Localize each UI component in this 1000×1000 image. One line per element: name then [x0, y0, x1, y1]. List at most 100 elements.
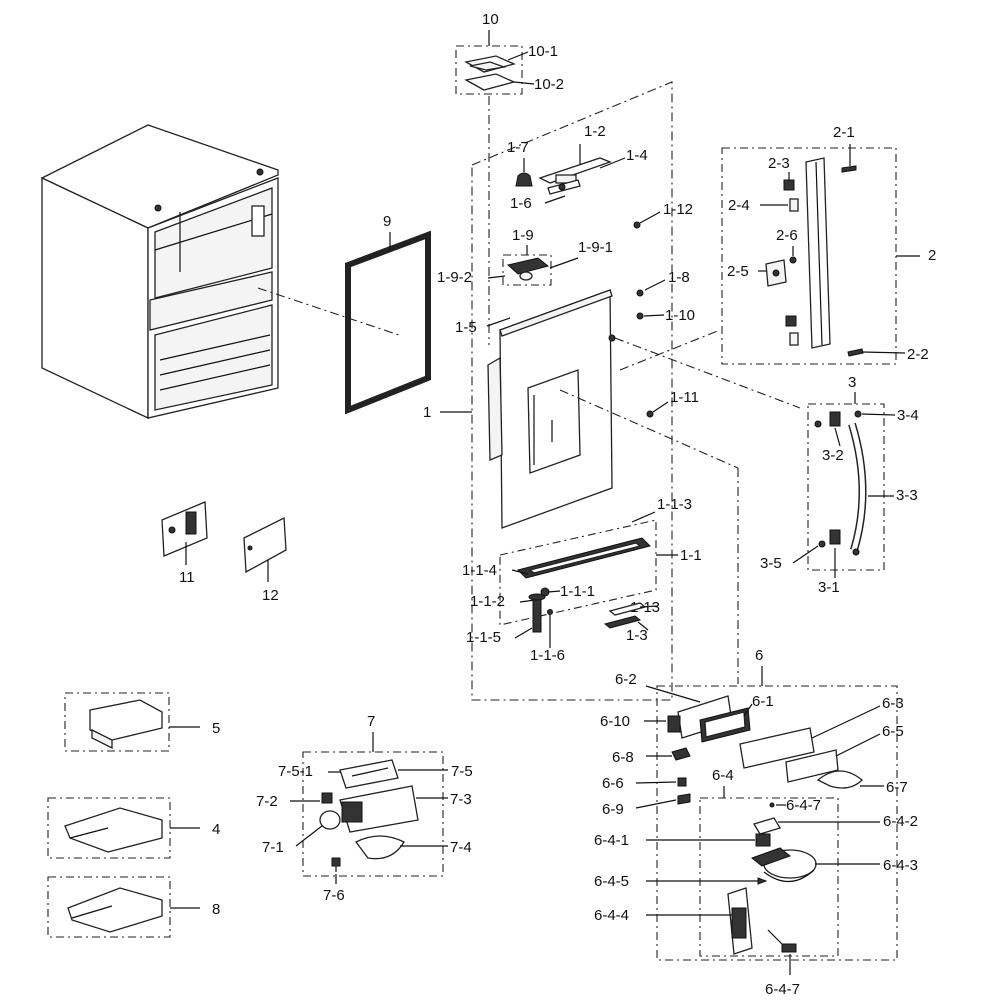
label-1-3: 1-3	[626, 627, 648, 644]
label-3: 3	[848, 374, 856, 391]
label-10-1: 10-1	[528, 43, 558, 60]
label-6-5: 6-5	[882, 723, 904, 740]
label-4: 4	[212, 821, 220, 838]
label-6-4-1: 6-4-1	[594, 832, 629, 849]
part-12-cover	[243, 516, 287, 574]
label-3-4: 3-4	[897, 407, 919, 424]
part-7-3-motor-housing	[339, 785, 419, 833]
label-1-9: 1-9	[512, 227, 534, 244]
label-1-7: 1-7	[507, 139, 529, 156]
label-1-11: 1-11	[670, 389, 699, 406]
label-7-6: 7-6	[323, 887, 345, 904]
label-3-2: 3-2	[822, 447, 844, 464]
part-6-7-spout	[816, 770, 863, 789]
part-7-1	[319, 810, 341, 830]
label-6-4-7-bottom: 6-4-7	[765, 981, 800, 998]
label-8: 8	[212, 901, 220, 918]
label-7: 7	[367, 713, 375, 730]
group-box-6	[656, 685, 898, 961]
part-6-3-board	[739, 727, 815, 769]
label-6-4: 6-4	[712, 767, 734, 784]
label-1-2: 1-2	[584, 123, 606, 140]
label-1-5: 1-5	[455, 319, 477, 336]
label-3-3: 3-3	[896, 487, 918, 504]
label-1-8: 1-8	[668, 269, 690, 286]
label-9: 9	[383, 213, 391, 230]
part-10-caps	[464, 55, 516, 91]
label-10-2: 10-2	[534, 76, 564, 93]
label-2-6: 2-6	[776, 227, 798, 244]
label-3-5: 3-5	[760, 555, 782, 572]
label-6-9: 6-9	[602, 801, 624, 818]
label-1-1-4: 1-1-4	[462, 562, 497, 579]
label-2: 2	[928, 247, 936, 264]
part-6-4-7-harness	[767, 929, 797, 953]
label-6-7: 6-7	[886, 779, 908, 796]
label-1-6: 1-6	[510, 195, 532, 212]
label-5: 5	[212, 720, 220, 737]
label-7-4: 7-4	[450, 839, 472, 856]
label-6-4-4: 6-4-4	[594, 907, 629, 924]
label-6-4-5: 6-4-5	[594, 873, 629, 890]
part-4-bin	[64, 807, 163, 853]
label-12: 12	[262, 587, 279, 604]
label-1-9-2: 1-9-2	[437, 269, 472, 286]
group-box-3	[807, 403, 885, 571]
part-8-bin	[67, 887, 163, 933]
group-box-5	[64, 692, 170, 752]
door-gasket	[345, 230, 431, 415]
part-6-4-3-motor	[750, 847, 817, 883]
group-box-6-4	[699, 797, 839, 957]
label-6-10: 6-10	[600, 713, 630, 730]
group-box-10	[455, 45, 523, 95]
part-5-bin	[89, 699, 163, 750]
part-6-1-display	[699, 707, 751, 743]
label-1-1: 1-1	[680, 547, 702, 564]
label-6-8: 6-8	[612, 749, 634, 766]
label-7-5: 7-5	[451, 763, 473, 780]
top-hinge-bracket	[538, 157, 612, 195]
label-6-2: 6-2	[615, 671, 637, 688]
label-6-4-7-top: 6-4-7	[786, 797, 821, 814]
label-1-9-1: 1-9-1	[578, 239, 613, 256]
part-6-4-4-module	[727, 887, 753, 955]
label-2-2: 2-2	[907, 346, 929, 363]
label-2-3: 2-3	[768, 155, 790, 172]
part-1-9-hinge	[506, 257, 550, 281]
part-1-7-screw	[515, 172, 533, 187]
label-2-4: 2-4	[728, 197, 750, 214]
label-10: 10	[482, 11, 499, 28]
freezer-door-panel	[487, 289, 616, 529]
label-1-1-1: 1-1-1	[560, 583, 595, 600]
part-7-5-cover	[339, 759, 399, 789]
label-1-1-2: 1-1-2	[470, 593, 505, 610]
label-1-10: 1-10	[665, 307, 695, 324]
label-7-2: 7-2	[256, 793, 278, 810]
part-7-4-chute	[355, 835, 405, 860]
label-6-1: 6-1	[752, 693, 774, 710]
label-7-3: 7-3	[450, 791, 472, 808]
label-1-12: 1-12	[663, 201, 693, 218]
label-7-1: 7-1	[262, 839, 284, 856]
label-11: 11	[179, 569, 195, 586]
label-6-3: 6-3	[882, 695, 904, 712]
label-6-4-3: 6-4-3	[883, 857, 918, 874]
label-7-5-1: 7-5-1	[278, 763, 313, 780]
label-1-1-5: 1-1-5	[466, 629, 501, 646]
hinge-pin	[528, 593, 546, 633]
label-6-6: 6-6	[602, 775, 624, 792]
label-1: 1	[423, 404, 431, 421]
label-6: 6	[755, 647, 763, 664]
bottom-hinge-plate	[517, 537, 651, 579]
group-box-8	[47, 876, 171, 938]
part-2-5-bracket	[765, 259, 787, 287]
group-box-7	[302, 751, 444, 877]
label-1-1-6: 1-1-6	[530, 647, 565, 664]
label-3-1: 3-1	[818, 579, 840, 596]
part-7-6-screw	[331, 857, 341, 872]
part-6-5-plate	[785, 749, 839, 783]
label-1-4: 1-4	[626, 147, 648, 164]
label-2-1: 2-1	[833, 124, 855, 141]
label-6-4-2: 6-4-2	[883, 813, 918, 830]
